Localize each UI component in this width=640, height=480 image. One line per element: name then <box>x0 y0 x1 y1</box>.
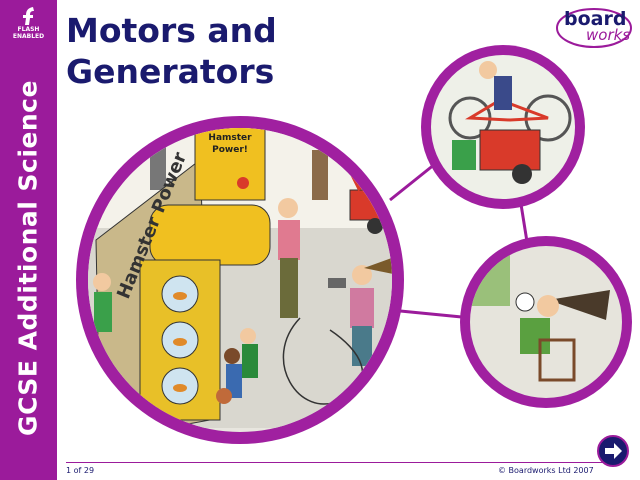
chair <box>538 338 576 382</box>
sign-text-line-1: Hamster <box>208 133 252 143</box>
logo-text-board: board <box>564 8 627 30</box>
flash-enabled-badge: FLASH ENABLED <box>6 6 51 48</box>
boardworks-logo: board works <box>555 6 633 50</box>
cyclist-scene-circle <box>421 45 585 209</box>
arrow-right-icon <box>597 435 629 467</box>
blown-hair <box>548 290 610 320</box>
copyright-text: © Boardworks Ltd 2007 <box>498 466 594 475</box>
flash-icon <box>22 7 34 25</box>
page-title: Motors and Generators <box>66 10 277 92</box>
page-title-line-1: Motors and <box>66 11 277 50</box>
lawnmower-illustration <box>479 129 541 171</box>
seated-person <box>520 318 550 354</box>
flash-sublabel: ENABLED <box>12 33 45 40</box>
main-scene-circle: Hamster Power! Hamster Power <box>76 116 404 444</box>
sign-text-line-2: Power! <box>212 145 248 155</box>
hairdryer-nozzle <box>515 292 535 312</box>
flash-label: FLASH <box>17 26 40 33</box>
sidebar: FLASH ENABLED GCSE Additional Science <box>0 0 57 480</box>
connector-line-bottom <box>389 308 473 320</box>
children-watching <box>93 273 258 404</box>
page-counter: 1 of 29 <box>66 466 95 475</box>
footer-divider <box>66 462 606 463</box>
hamster-generator-machine <box>95 128 271 432</box>
person-touching-generator <box>278 198 300 318</box>
hairdryer-scene-circle <box>460 236 632 408</box>
next-slide-button[interactable] <box>596 434 630 468</box>
background-person <box>312 150 328 200</box>
cyclist <box>494 76 512 110</box>
logo-text-works: works <box>586 26 631 44</box>
page-title-line-2: Generators <box>66 52 275 91</box>
